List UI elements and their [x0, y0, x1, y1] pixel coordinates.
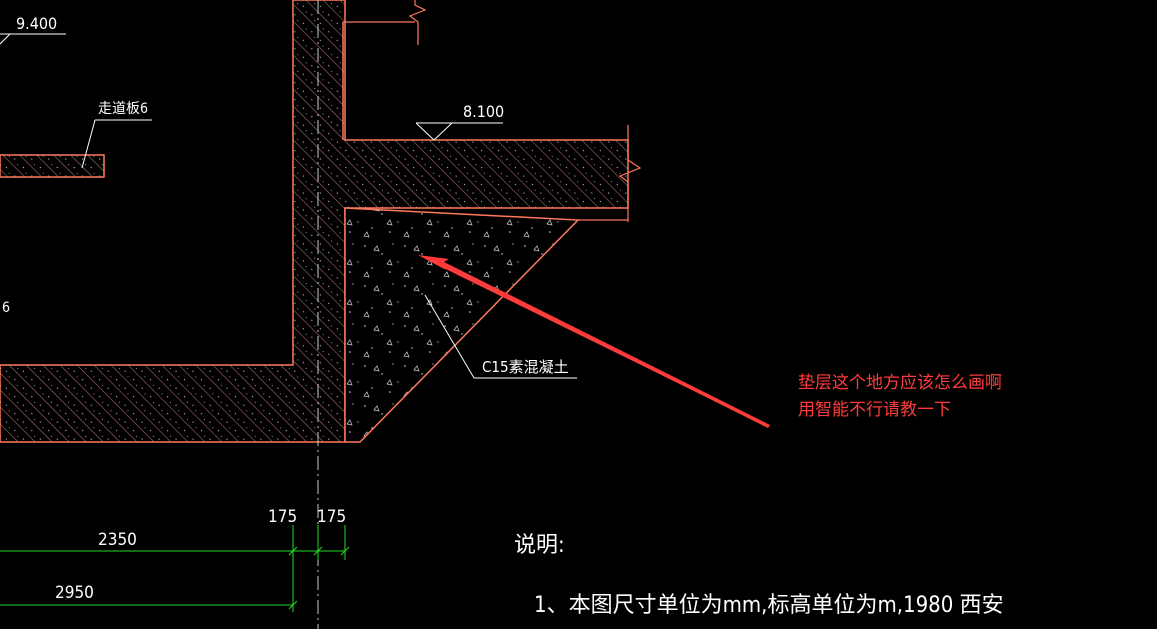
walkway-slab-label: 走道板6	[98, 101, 148, 117]
annotation-text: 垫层这个地方应该怎么画啊 用智能不行请教一下	[798, 370, 1002, 424]
elevation-marker-top-left: 9.400	[0, 14, 66, 45]
elevation-label-slab: 8.100	[463, 102, 504, 121]
annotation-arrow	[418, 255, 770, 428]
walkway-slab-leader: 走道板6	[81, 101, 152, 169]
notes-line-1: 1、本图尺寸单位为mm,标高单位为m,1980 西安	[534, 593, 1004, 618]
elevation-marker-slab: 8.100	[415, 102, 504, 141]
elevation-label-top-left: 9.400	[16, 14, 57, 33]
left-slab-fragment-label: 6	[2, 300, 10, 316]
wall-section	[0, 0, 642, 443]
cushion-label: C15素混凝土	[482, 358, 569, 376]
cushion-leader: C15素混凝土	[424, 294, 577, 379]
dimension-label-175-b: 175	[317, 507, 346, 527]
annotation-line-2: 用智能不行请教一下	[798, 400, 951, 420]
dimension-label-2350: 2350	[98, 530, 137, 550]
notes-title: 说明:	[514, 533, 565, 558]
dimension-label-175-a: 175	[268, 507, 297, 527]
annotation-line-1: 垫层这个地方应该怎么画啊	[798, 373, 1002, 393]
dimension-label-2950: 2950	[55, 583, 94, 603]
walkway-slab	[0, 154, 105, 178]
dimension-lines	[0, 525, 350, 612]
concrete-cushion	[344, 207, 628, 443]
